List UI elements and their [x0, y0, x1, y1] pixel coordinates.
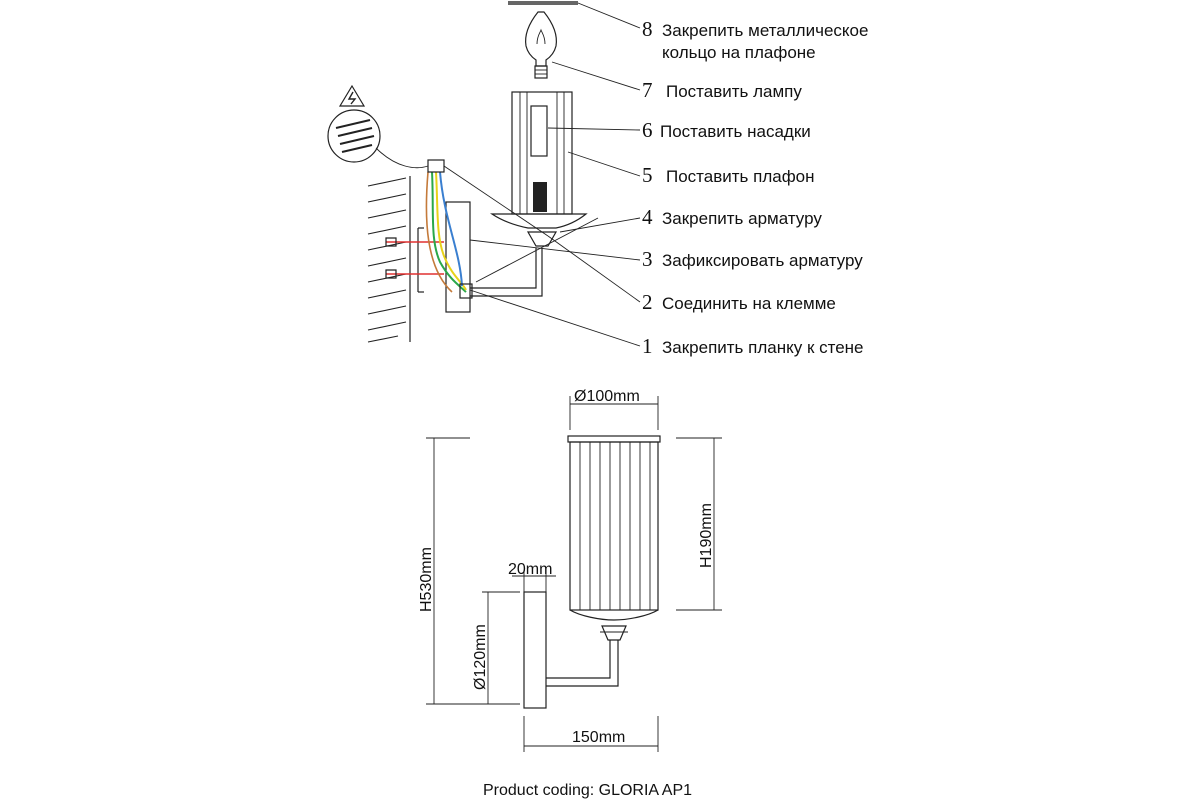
dim-height-shade: H190mm — [676, 437, 722, 611]
dim-label: 20mm — [508, 561, 552, 578]
dimension-drawing: Ø100mm H530mm H190mm 20mm Ø120mm — [418, 388, 722, 752]
step-number: 2 — [642, 290, 653, 314]
lamp-bulb — [525, 11, 557, 79]
step-text: Закрепить металлическое — [662, 21, 868, 40]
shade-elevation — [567, 435, 661, 641]
step-number: 5 — [642, 163, 653, 187]
step-text: Зафиксировать арматуру — [662, 251, 863, 270]
step-number: 7 — [642, 78, 653, 102]
step-8: 8 Закрепить металлическое кольцо на плаф… — [642, 17, 868, 62]
warning-callout — [327, 84, 429, 169]
step-text-line2: кольцо на плафоне — [662, 43, 816, 62]
shade — [511, 91, 573, 215]
step-4: 4 Закрепить арматуру — [642, 205, 822, 229]
metal-ring — [508, 1, 578, 5]
dim-plate-diameter: Ø120mm — [472, 591, 520, 704]
step-number: 4 — [642, 205, 653, 229]
exploded-view: 8 Закрепить металлическое кольцо на плаф… — [327, 1, 868, 358]
step-2: 2 Соединить на клемме — [642, 290, 836, 314]
step-text: Поставить плафон — [666, 167, 815, 186]
step-3: 3 Зафиксировать арматуру — [642, 247, 863, 271]
warning-triangle-icon — [338, 84, 366, 107]
wires — [425, 159, 473, 299]
step-6: 6 Поставить насадки — [642, 118, 811, 142]
dim-label: H190mm — [698, 503, 715, 568]
leader-lines — [443, 2, 641, 347]
dim-plate-width: 20mm — [508, 561, 556, 592]
socket — [533, 182, 547, 212]
dim-label: H530mm — [418, 547, 435, 612]
step-text: Закрепить арматуру — [662, 209, 822, 228]
step-number: 3 — [642, 247, 653, 271]
dim-label: Ø100mm — [574, 388, 640, 405]
dim-diameter-top: Ø100mm — [569, 388, 659, 430]
step-number: 6 — [642, 118, 653, 142]
step-text: Закрепить планку к стене — [662, 338, 864, 357]
step-text: Поставить лампу — [666, 82, 802, 101]
dim-label: 150mm — [572, 729, 625, 746]
wiring-detail-circle — [327, 109, 381, 163]
step-number: 8 — [642, 17, 653, 41]
dim-height-total: H530mm — [418, 437, 520, 705]
step-5: 5 Поставить плафон — [642, 163, 815, 187]
wall-plate — [445, 201, 471, 313]
step-7: 7 Поставить лампу — [642, 78, 802, 102]
step-text: Поставить насадки — [660, 122, 811, 141]
step-1: 1 Закрепить планку к стене — [642, 334, 864, 358]
arm-elevation — [523, 591, 619, 709]
product-coding: Product coding: GLORIA AP1 — [483, 782, 692, 799]
step-text: Соединить на клемме — [662, 294, 836, 313]
terminal-top — [427, 159, 445, 173]
dim-label: Ø120mm — [472, 624, 489, 690]
dim-depth: 150mm — [523, 716, 659, 752]
wall — [367, 176, 411, 343]
lamp-arm — [470, 213, 588, 297]
step-number: 1 — [642, 334, 653, 358]
